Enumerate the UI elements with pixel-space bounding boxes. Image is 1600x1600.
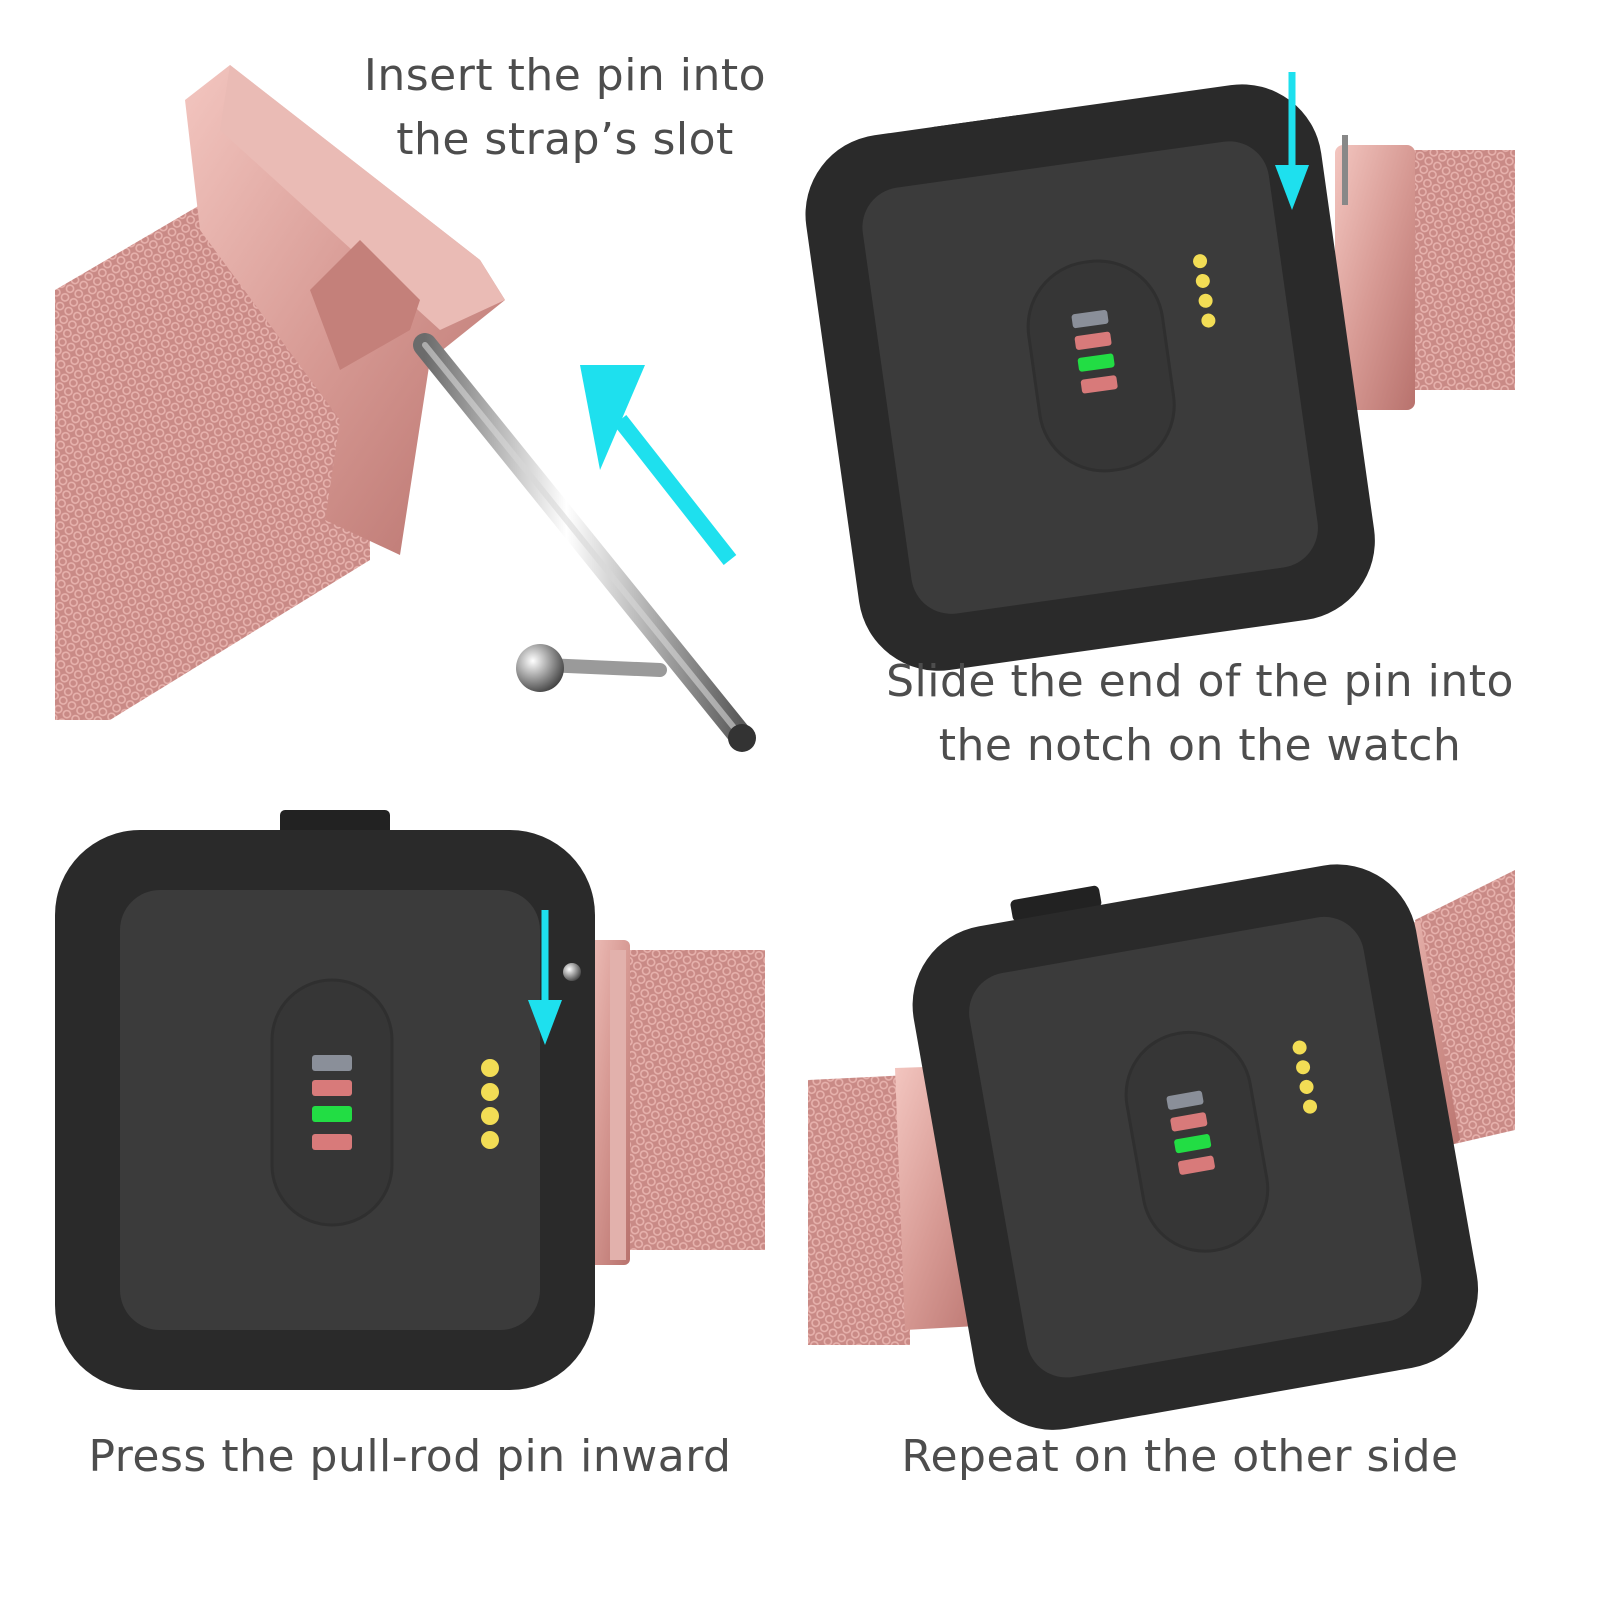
step-4-line-1: Repeat on the other side xyxy=(901,1431,1459,1482)
step-4-caption: Repeat on the other side xyxy=(800,1425,1560,1489)
step-1-caption: Insert the pin into the strap’s slot xyxy=(360,44,770,172)
pin-icon xyxy=(413,333,756,752)
step-2-illustration xyxy=(805,72,1515,671)
step-3-line-1: Press the pull-rod pin inward xyxy=(88,1431,732,1482)
step-1-panel: Insert the pin into the strap’s slot xyxy=(0,0,800,760)
strap-clasp xyxy=(185,65,505,555)
mesh-strap-icon xyxy=(1335,135,1515,410)
step-4-panel: Repeat on the other side xyxy=(800,800,1600,1600)
step-2-line-1: Slide the end of the pin into xyxy=(886,656,1514,707)
watch-icon xyxy=(912,864,1479,1430)
step-3-illustration xyxy=(55,810,765,1390)
watch-icon xyxy=(805,84,1375,671)
step-1-line-2: the strap’s slot xyxy=(396,114,734,165)
mesh-strap-icon xyxy=(580,940,765,1265)
arrow-icon xyxy=(1275,72,1309,210)
step-3-caption: Press the pull-rod pin inward xyxy=(30,1425,790,1489)
step-2-line-2: the notch on the watch xyxy=(938,720,1462,771)
step-1-line-1: Insert the pin into xyxy=(363,50,767,101)
step-1-illustration xyxy=(55,65,756,752)
step-3-panel: Press the pull-rod pin inward xyxy=(0,800,800,1600)
step-4-illustration xyxy=(808,864,1515,1430)
step-2-panel: Slide the end of the pin into the notch … xyxy=(800,0,1600,800)
step-2-caption: Slide the end of the pin into the notch … xyxy=(820,650,1580,778)
arrow-icon xyxy=(528,910,562,1045)
watch-icon xyxy=(55,810,595,1390)
arrow-icon xyxy=(580,365,737,565)
